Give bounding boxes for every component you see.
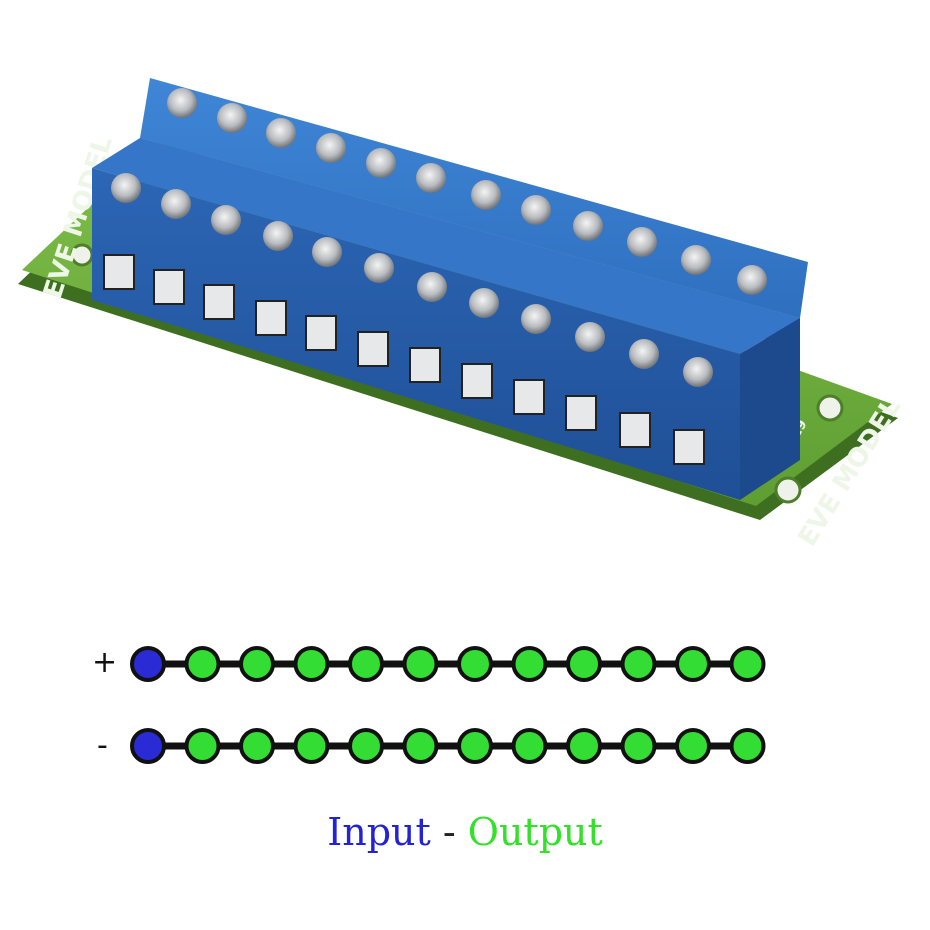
screw-icon [417,272,447,302]
screw-icon [217,103,247,133]
output-terminal-dot [675,646,711,682]
caption: Input - Output [0,808,930,856]
screw-row-front [111,173,713,387]
screw-icon [469,288,499,318]
wire-entry [357,331,389,367]
output-terminal-dot [239,728,275,764]
output-terminal-dot [184,646,221,682]
caption-output: Output [467,810,603,854]
wire-entry [565,395,597,431]
input-terminal-dot [130,728,166,764]
output-terminal-dot [457,646,493,682]
terminal-block-board-photo: EVE MODEL EVE MODEL 113229 [18,78,907,552]
wire-entry [619,412,651,448]
screw-icon [521,195,551,225]
wire-entry [673,429,705,465]
wire-entry [513,379,545,415]
terminal-chain-svg [130,646,766,764]
screw-icon [161,189,191,219]
screw-icon [683,357,713,387]
screw-icon [629,339,659,369]
screw-icon [316,133,346,163]
screw-icon [263,221,293,251]
screw-icon [312,237,342,267]
wire-entry [409,347,441,383]
screw-icon [266,118,296,148]
output-terminal-dot [511,728,548,764]
output-terminal-dot [348,646,384,682]
wiring-diagram: + - [0,600,930,800]
screw-icon [111,173,141,203]
caption-separator: - [430,810,468,854]
output-terminal-dot [620,646,657,682]
positive-sign: + [92,645,118,680]
output-terminal-dot [402,646,439,682]
output-terminal-dot [293,646,330,682]
screw-icon [737,265,767,295]
screw-icon [364,253,394,283]
screw-icon [681,245,711,275]
wire-entry [461,363,493,399]
output-terminal-dot [402,728,439,764]
wire-entry [255,300,287,336]
mounting-hole [774,476,802,504]
wire-entry [305,315,337,351]
screw-icon [573,211,603,241]
negative-sign: - [97,728,108,763]
caption-input: Input [327,810,431,854]
output-terminal-dot [566,728,602,764]
input-terminal-dot [130,646,166,682]
output-terminal-dot [566,646,602,682]
output-terminal-dot [348,728,384,764]
screw-icon [167,88,197,118]
screw-icon [521,304,551,334]
output-terminal-dot [457,728,493,764]
screw-icon [471,180,501,210]
wire-entry [103,254,135,290]
wire-entry-row [103,254,705,465]
screw-icon [211,205,241,235]
output-terminal-dot [184,728,221,764]
screw-icon [627,227,657,257]
output-terminal-dot [729,728,766,764]
output-terminal-dot [239,646,275,682]
screw-row-rear [167,88,767,295]
screw-icon [575,322,605,352]
screw-icon [366,148,396,178]
output-terminal-dot [729,646,766,682]
output-terminal-dot [620,728,657,764]
output-terminal-dot [511,646,548,682]
screw-icon [416,163,446,193]
wire-entry [203,284,235,320]
mounting-hole [816,394,844,422]
output-terminal-dot [293,728,330,764]
output-terminal-dot [675,728,711,764]
wire-entry [153,269,185,305]
